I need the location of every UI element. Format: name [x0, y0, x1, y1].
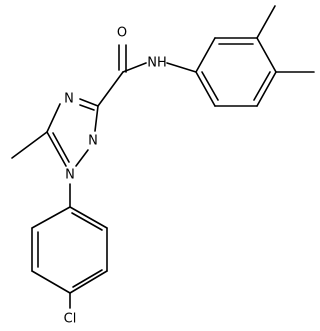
bond-dmp-1	[195, 37, 216, 73]
bond-dmp-6	[195, 71, 216, 107]
bond-carbonyl-nh	[122, 62, 147, 73]
bond-n4-c5	[46, 103, 61, 133]
atom-label-chlorine: Cl	[64, 312, 77, 327]
bond-c5-methyl	[11, 131, 48, 159]
bond-c3-n4	[79, 98, 99, 107]
bond-ph-1	[31, 206, 71, 229]
atom-label-triazole-n1: N	[65, 168, 75, 183]
bond-ph-inner-b	[72, 269, 103, 288]
bond-ph-3	[31, 270, 71, 294]
bond-carbonyl-triazole	[97, 71, 124, 107]
bond-n1-n2	[75, 149, 89, 167]
bond-c3-n4-double	[79, 104, 95, 111]
bond-dmp-4	[256, 71, 277, 107]
bond-c5-n1-double	[52, 132, 70, 163]
bond-n2-c3	[94, 105, 99, 132]
atom-label-amide-nh: NH	[147, 56, 167, 71]
bond-dmp-3	[256, 37, 277, 73]
bond-ph-6	[69, 206, 108, 229]
bond-dmp-methyl-3	[256, 5, 276, 39]
atom-label-triazole-n4: N	[64, 92, 74, 107]
bond-c5-n1	[46, 131, 67, 167]
bond-dmp-inner-c	[201, 71, 219, 101]
atom-label-triazole-n2: N	[88, 134, 98, 149]
bond-nh-aryl	[166, 62, 197, 73]
bond-ph-inner-c	[71, 212, 103, 231]
atom-label-carbonyl-oxygen: O	[117, 26, 127, 41]
bond-ph-4	[69, 270, 108, 294]
bond-dmp-inner-b	[253, 71, 271, 101]
